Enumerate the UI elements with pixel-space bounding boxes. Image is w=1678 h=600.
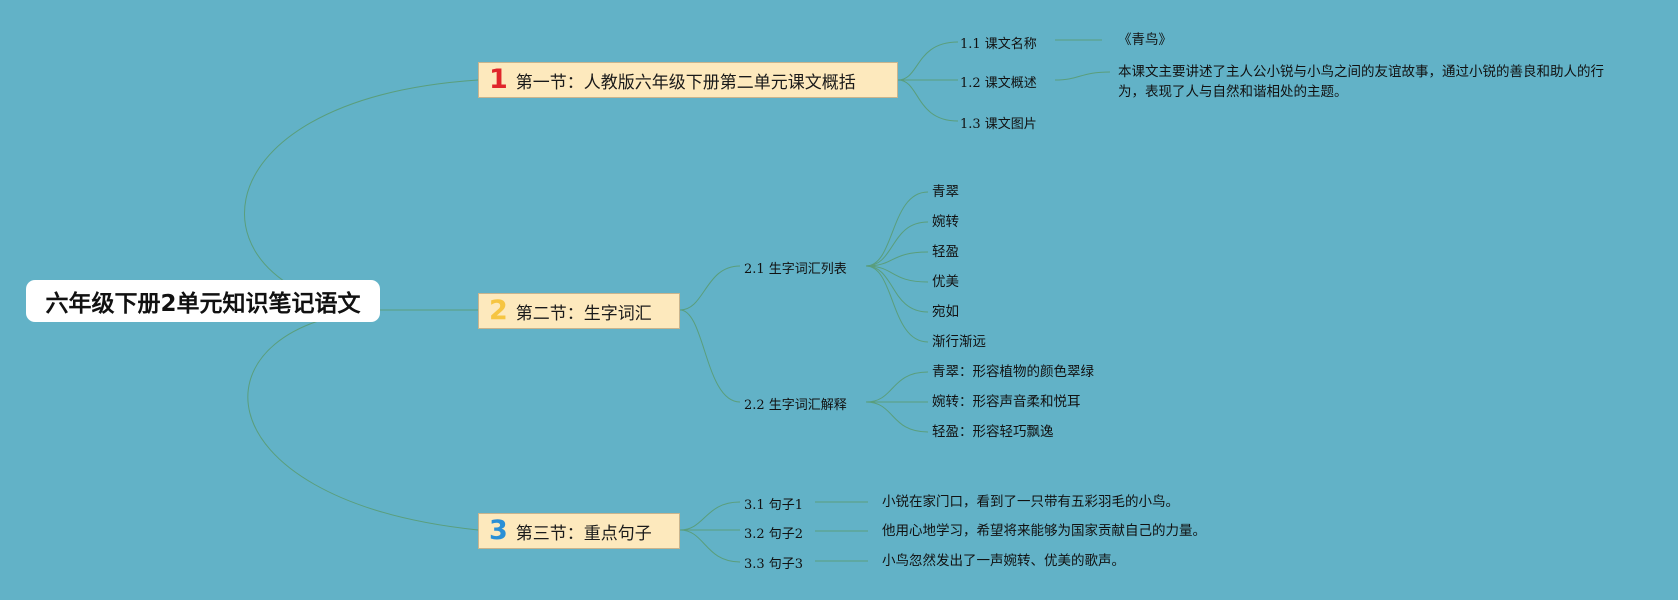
sub-3-1-label[interactable]: 3.1 句子1 (744, 498, 804, 513)
link-s2-l7 (865, 371, 929, 403)
sub-3-2-label[interactable]: 3.2 句子2 (744, 527, 804, 542)
vocab-item-4[interactable]: 优美 (932, 274, 959, 290)
number-2-icon: 2 (489, 294, 508, 326)
section-3[interactable]: 3 第三节：重点句子 (478, 513, 680, 549)
link-s2-l2 (865, 221, 929, 267)
link-s3-sub3 (679, 529, 741, 563)
sub-2-1-label[interactable]: 2.1 生字词汇列表 (744, 262, 847, 277)
link-s1-sub1 (897, 41, 959, 81)
link-s2-l5 (865, 265, 929, 313)
sentence-2[interactable]: 他用心地学习，希望将来能够为国家贡献自己的力量。 (882, 523, 1206, 539)
vocab-def-3[interactable]: 轻盈：形容轻巧飘逸 (932, 424, 1054, 440)
vocab-item-1[interactable]: 青翠 (932, 184, 959, 200)
number-3-icon: 3 (489, 514, 508, 546)
link-s3-sub1 (679, 501, 741, 531)
link-s2-l9 (865, 401, 929, 433)
section-2[interactable]: 2 第二节：生字词汇 (478, 293, 680, 329)
link-s1-leaf2 (1054, 71, 1111, 81)
vocab-def-1[interactable]: 青翠：形容植物的颜色翠绿 (932, 364, 1094, 380)
link-root-section1 (244, 79, 479, 311)
link-s1-sub3 (897, 79, 959, 122)
link-s2-sub2 (679, 309, 741, 403)
sentence-1[interactable]: 小锐在家门口，看到了一只带有五彩羽毛的小鸟。 (882, 494, 1179, 510)
sentence-3[interactable]: 小鸟忽然发出了一声婉转、优美的歌声。 (882, 553, 1125, 569)
link-s2-l6 (865, 265, 929, 343)
section-3-title: 第三节：重点句子 (515, 523, 652, 544)
vocab-item-5[interactable]: 宛如 (932, 304, 959, 320)
leaf-1-2[interactable]: 本课文主要讲述了主人公小锐与小鸟之间的友谊故事，通过小锐的善良和助人的行为，表现… (1118, 64, 1604, 100)
number-1-icon: 1 (489, 63, 508, 95)
section-1[interactable]: 1 第一节：人教版六年级下册第二单元课文概括 (478, 62, 898, 98)
root-title: 六年级下册2单元知识笔记语文 (45, 291, 361, 317)
leaf-1-1[interactable]: 《青鸟》 (1118, 32, 1172, 48)
sub-3-3-label[interactable]: 3.3 句子3 (744, 557, 804, 572)
sub-1-3-label[interactable]: 1.3 课文图片 (960, 117, 1037, 132)
section-2-title: 第二节：生字词汇 (515, 303, 652, 324)
vocab-item-2[interactable]: 婉转 (932, 214, 959, 230)
link-root-section3 (247, 309, 479, 531)
link-s2-l1 (865, 191, 929, 267)
section-1-title: 第一节：人教版六年级下册第二单元课文概括 (515, 72, 856, 93)
root-topic[interactable]: 六年级下册2单元知识笔记语文 (26, 280, 380, 322)
sub-2-2-label[interactable]: 2.2 生字词汇解释 (744, 398, 847, 413)
vocab-item-3[interactable]: 轻盈 (932, 244, 959, 260)
vocab-def-2[interactable]: 婉转：形容声音柔和悦耳 (932, 394, 1081, 410)
link-s2-sub1 (679, 265, 741, 311)
vocab-item-6[interactable]: 渐行渐远 (932, 334, 986, 350)
sub-1-2-label[interactable]: 1.2 课文概述 (960, 76, 1037, 91)
link-s2-l3 (865, 251, 929, 267)
link-s2-l4 (865, 265, 929, 283)
sub-1-1-label[interactable]: 1.1 课文名称 (960, 37, 1037, 52)
